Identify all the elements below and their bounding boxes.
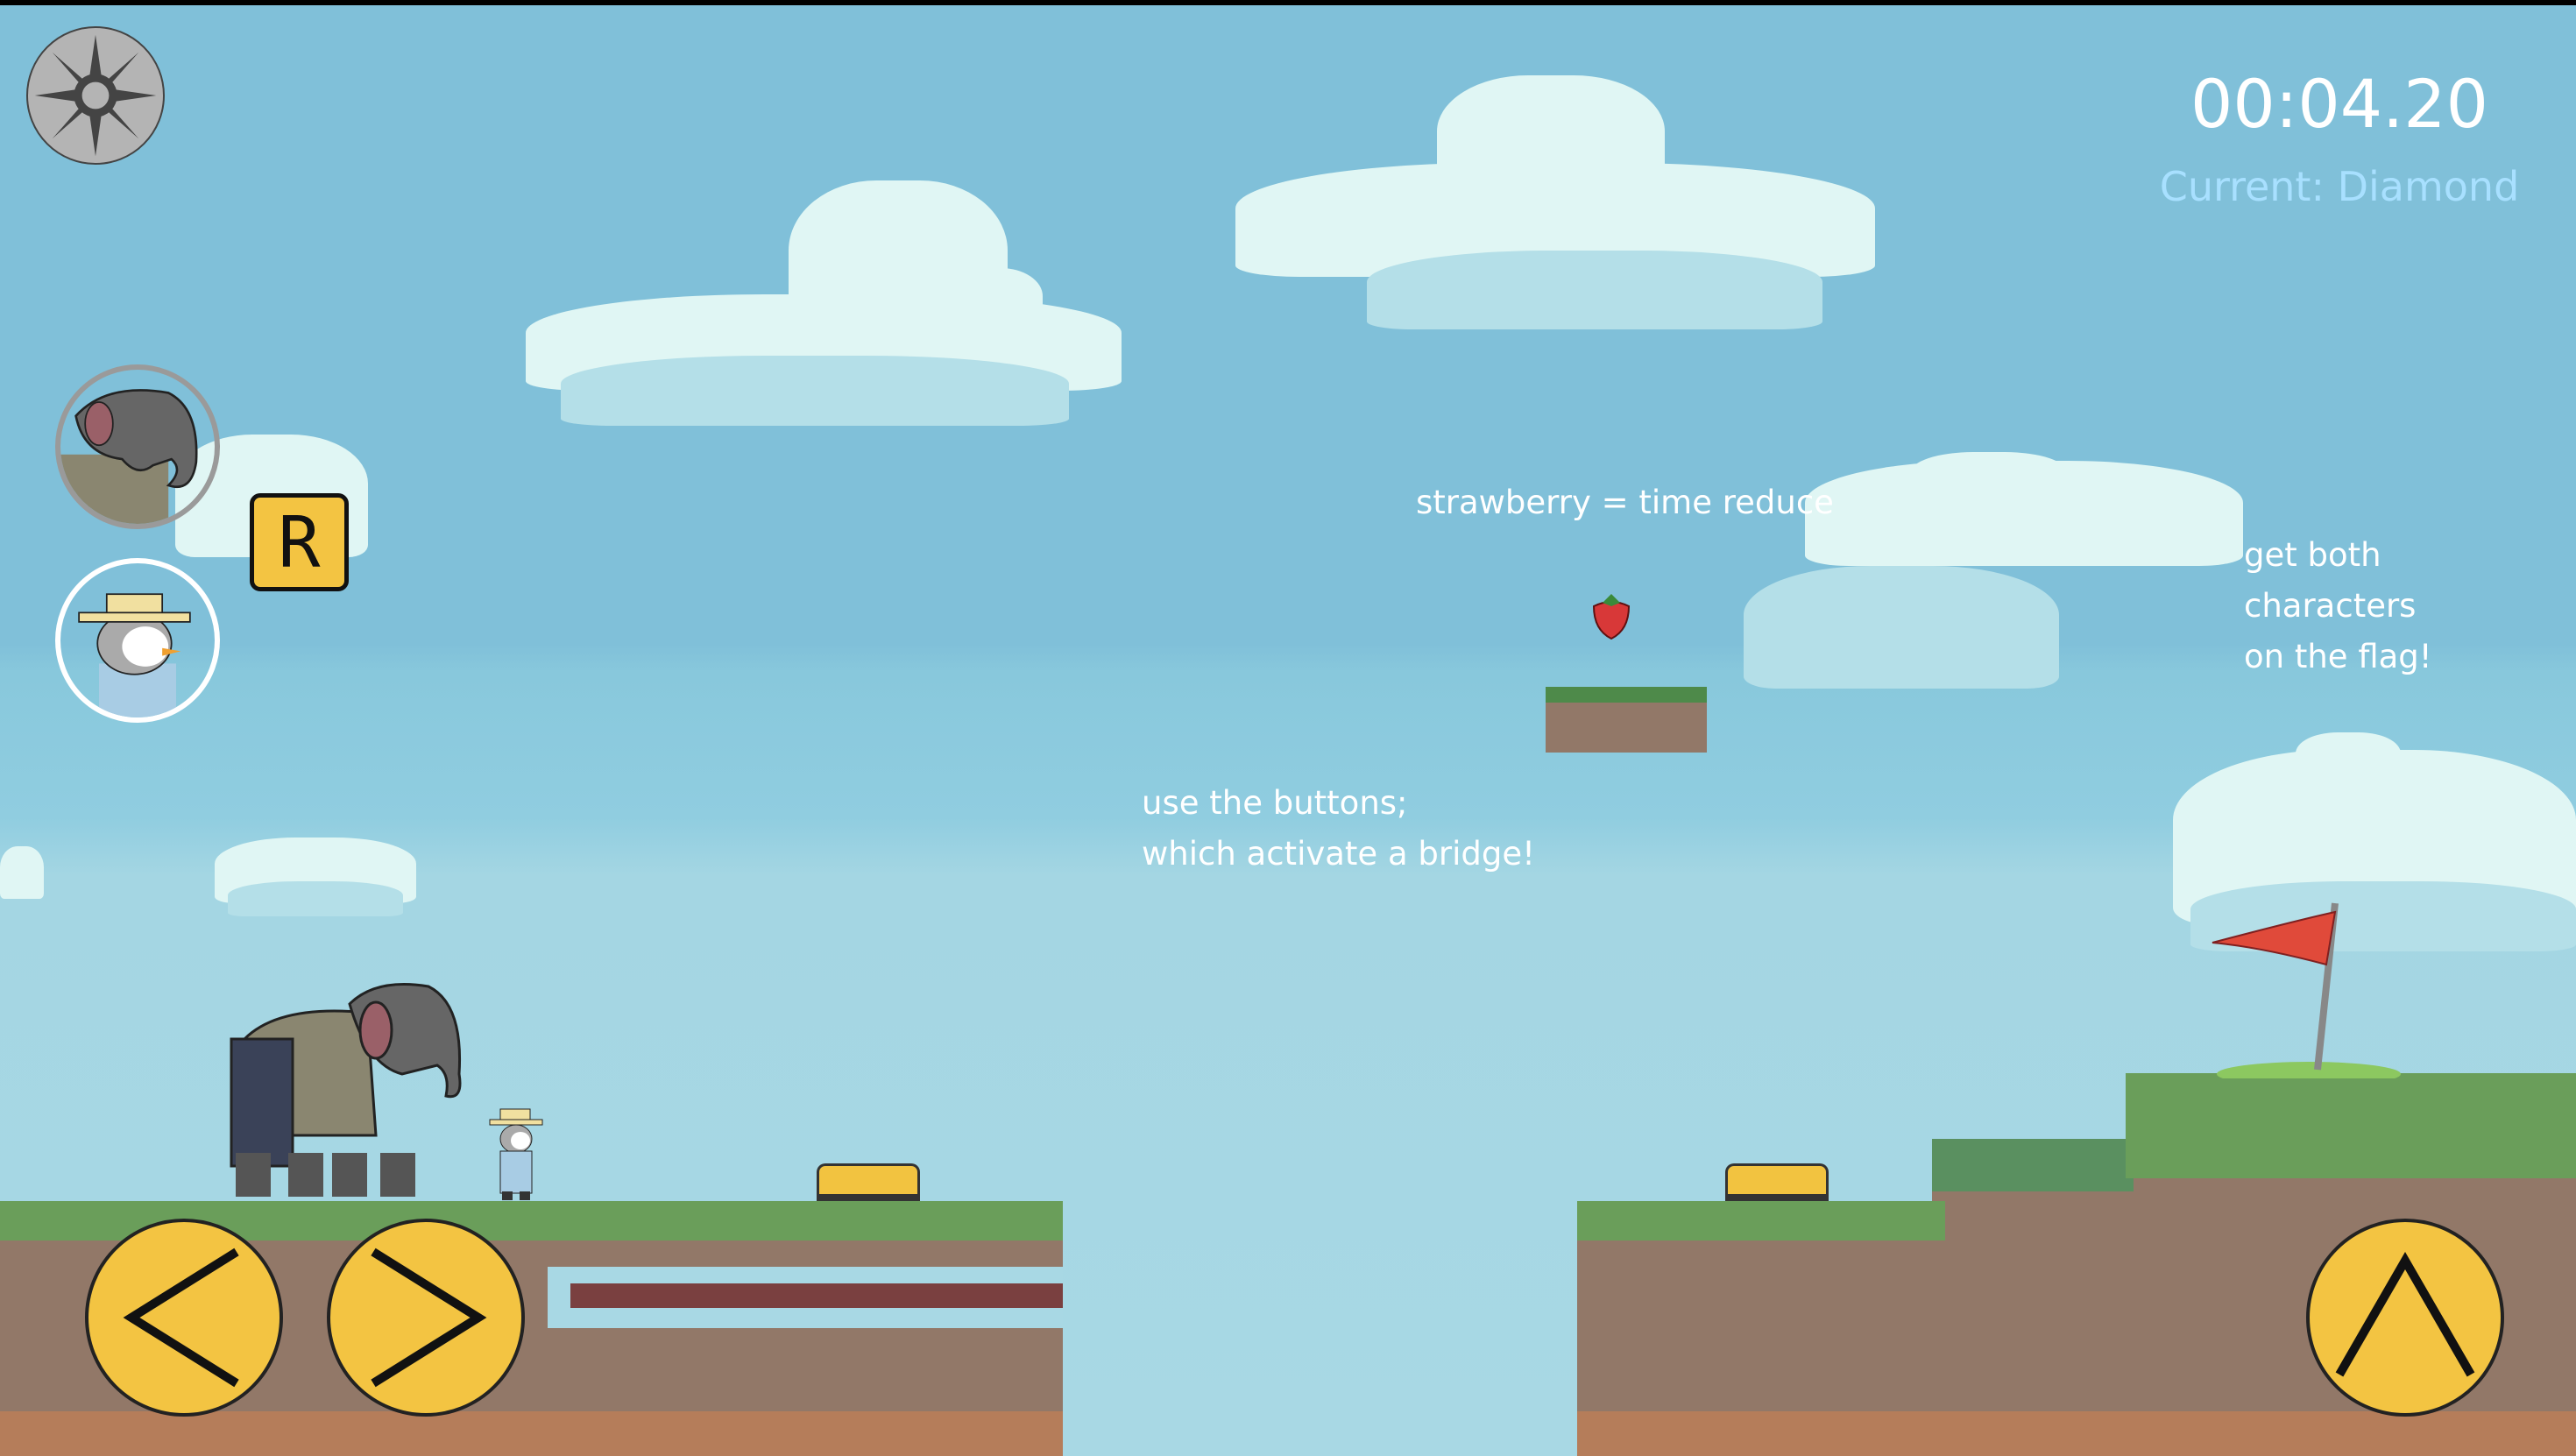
hint-buttons-2: which activate a bridge! bbox=[1142, 835, 1535, 873]
grass bbox=[1577, 1201, 1945, 1240]
move-right-button[interactable] bbox=[327, 1219, 525, 1417]
hint-strawberry: strawberry = time reduce bbox=[1416, 484, 1834, 521]
strawberry-pickup bbox=[1592, 594, 1631, 640]
elephant-character-select[interactable] bbox=[55, 364, 220, 529]
ground-bottom bbox=[0, 1411, 1063, 1456]
gear-icon bbox=[34, 34, 157, 157]
restart-key-label: R bbox=[278, 501, 321, 583]
hint-goal-1: get both bbox=[2244, 536, 2381, 574]
elephant-character bbox=[230, 983, 462, 1197]
penguin-icon bbox=[78, 593, 191, 717]
move-left-button[interactable] bbox=[85, 1219, 283, 1417]
jump-button[interactable] bbox=[2306, 1219, 2504, 1417]
current-rank: Current: Diamond bbox=[2159, 163, 2520, 210]
grass bbox=[1932, 1139, 2134, 1191]
restart-button[interactable]: R bbox=[250, 493, 349, 591]
floating-platform bbox=[1546, 687, 1707, 753]
ground-bottom bbox=[1577, 1411, 2576, 1456]
hint-goal-2: characters bbox=[2244, 587, 2417, 625]
pressure-button-right[interactable] bbox=[1725, 1163, 1829, 1201]
timer: 00:04.20 bbox=[2190, 65, 2488, 143]
arrow-up-icon bbox=[2335, 1252, 2475, 1377]
hint-goal-3: on the flag! bbox=[2244, 638, 2432, 675]
goal-flag bbox=[2212, 902, 2401, 1078]
arrow-left-icon bbox=[123, 1247, 239, 1388]
hint-buttons-1: use the buttons; bbox=[1142, 784, 1408, 822]
grass bbox=[2126, 1073, 2576, 1178]
bridge bbox=[570, 1283, 1063, 1308]
settings-button[interactable] bbox=[26, 26, 165, 165]
penguin-character bbox=[489, 1108, 543, 1200]
elephant-icon bbox=[60, 389, 198, 524]
arrow-right-icon bbox=[371, 1247, 487, 1388]
pressure-button-left[interactable] bbox=[817, 1163, 920, 1201]
penguin-character-select[interactable] bbox=[55, 558, 220, 723]
